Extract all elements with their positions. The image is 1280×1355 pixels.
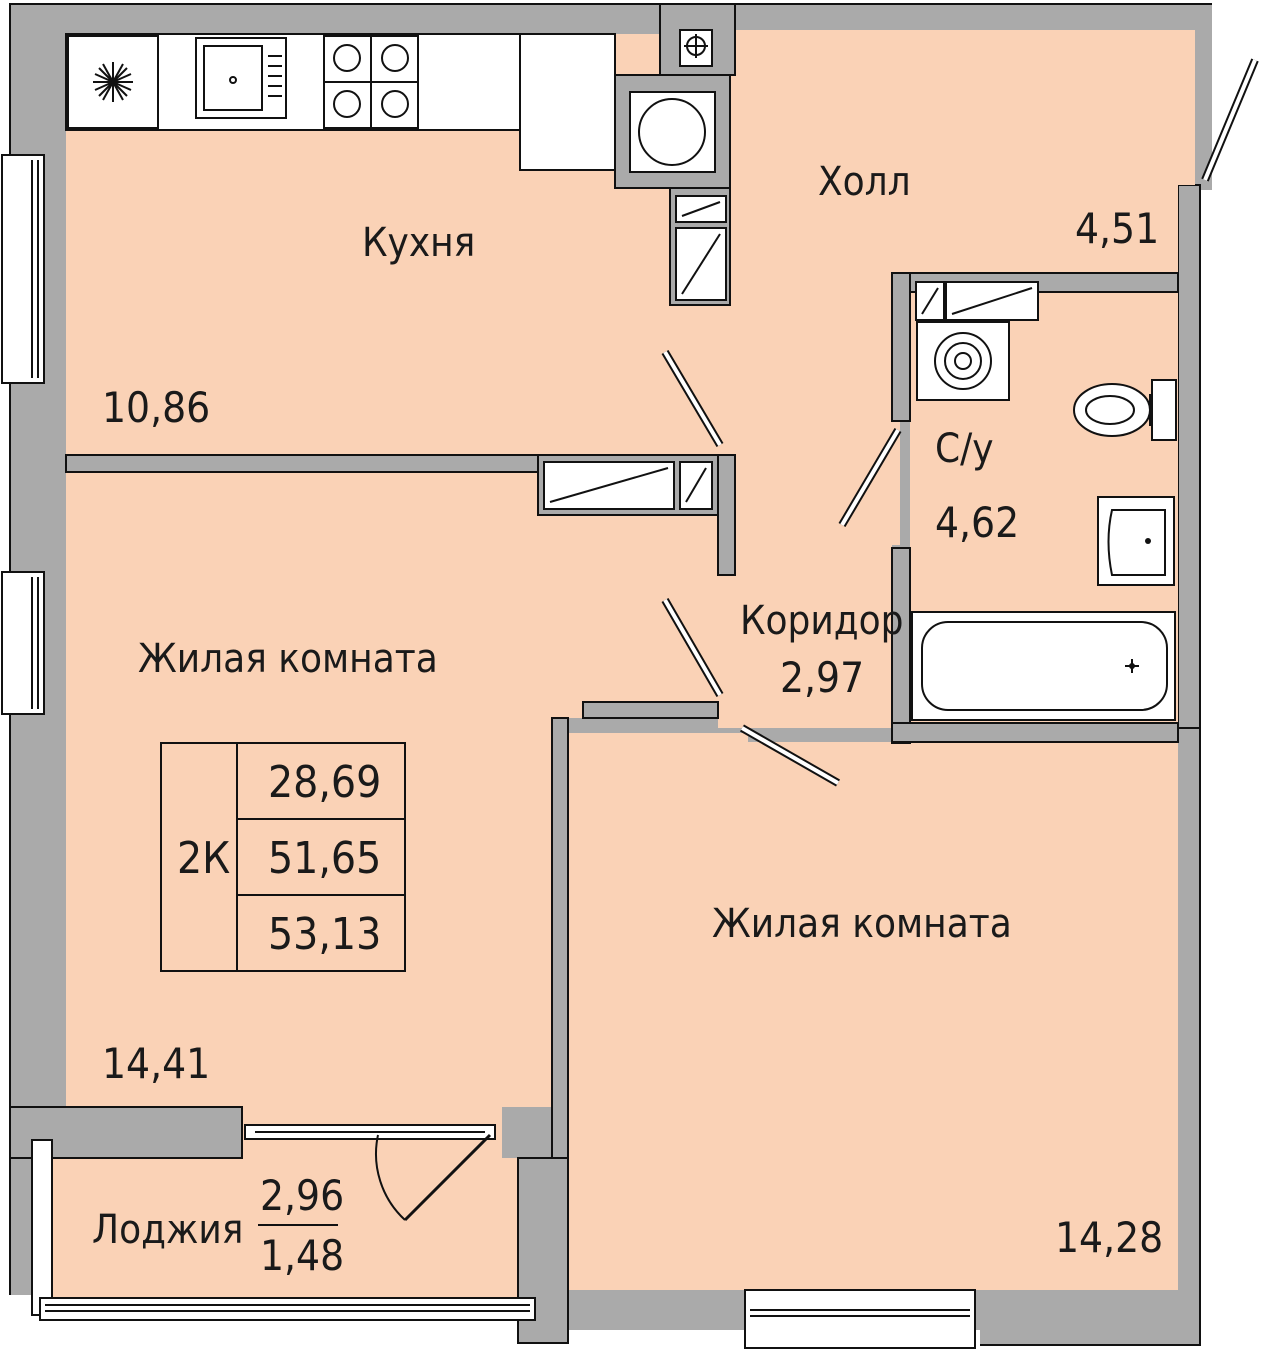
windows (1, 154, 976, 1349)
living-right-floor (568, 733, 1178, 1290)
living-right-area: 14,28 (1055, 1213, 1163, 1262)
toilet-icon (1073, 379, 1177, 441)
bathroom-area: 4,62 (935, 498, 1019, 547)
window-icon (1, 571, 45, 715)
kitchen-area: 10,86 (102, 383, 210, 432)
apartment-type: 2К (177, 833, 230, 884)
window-icon (244, 1124, 496, 1140)
window-icon (1, 154, 45, 384)
vent-shaft-icon (543, 461, 713, 510)
loggia-floor (52, 1158, 518, 1298)
door-icon (661, 597, 724, 698)
washing-machine-icon (629, 91, 716, 173)
meter-icon (679, 29, 713, 67)
loggia-area-reduced: 1,48 (260, 1231, 344, 1280)
vent-shaft-icon (675, 195, 727, 301)
window-icon (31, 1139, 536, 1321)
living-left-floor (66, 472, 718, 1107)
kitchen-name: Кухня (362, 220, 475, 266)
door-icon (1201, 58, 1259, 182)
kitchen-fixtures (65, 33, 716, 173)
doors (375, 58, 1259, 1222)
hall-floor (730, 30, 1195, 728)
bathroom-name: С/у (935, 426, 994, 472)
summary-table: 2К 28,69 51,65 53,13 (160, 742, 406, 972)
door-icon (375, 1133, 492, 1222)
bathtub-icon (911, 611, 1176, 721)
sink-icon (195, 37, 287, 119)
total-with-loggia-value: 53,13 (268, 909, 381, 960)
living-left-area: 14,41 (102, 1039, 210, 1088)
door-icon (661, 349, 724, 448)
stove-icon (323, 35, 419, 129)
bathroom-fixtures (911, 321, 1177, 721)
living-left-name: Жилая комната (138, 636, 438, 682)
total-area-value: 51,65 (268, 833, 381, 884)
hall-name: Холл (818, 159, 911, 205)
loggia-area-full: 2,96 (260, 1171, 344, 1220)
door-icon (740, 724, 840, 787)
door-icon (838, 427, 902, 528)
loggia-name: Лоджия (92, 1207, 243, 1253)
hall-area: 4,51 (1075, 204, 1159, 253)
corridor-area: 2,97 (780, 653, 864, 702)
corridor-name: Коридор (740, 598, 904, 644)
window-icon (744, 1289, 976, 1349)
room-labels: Кухня 10,86 Холл 4,51 С/у 4,62 Коридор 2… (92, 159, 1163, 1280)
vent-shafts (543, 29, 1039, 510)
vent-shaft-icon (915, 281, 1039, 321)
washbasin-icon (1097, 496, 1175, 586)
boiler-icon (916, 321, 1010, 401)
hood-fan-icon (67, 35, 159, 129)
living-area-value: 28,69 (268, 757, 381, 808)
living-right-name: Жилая комната (712, 901, 1012, 947)
